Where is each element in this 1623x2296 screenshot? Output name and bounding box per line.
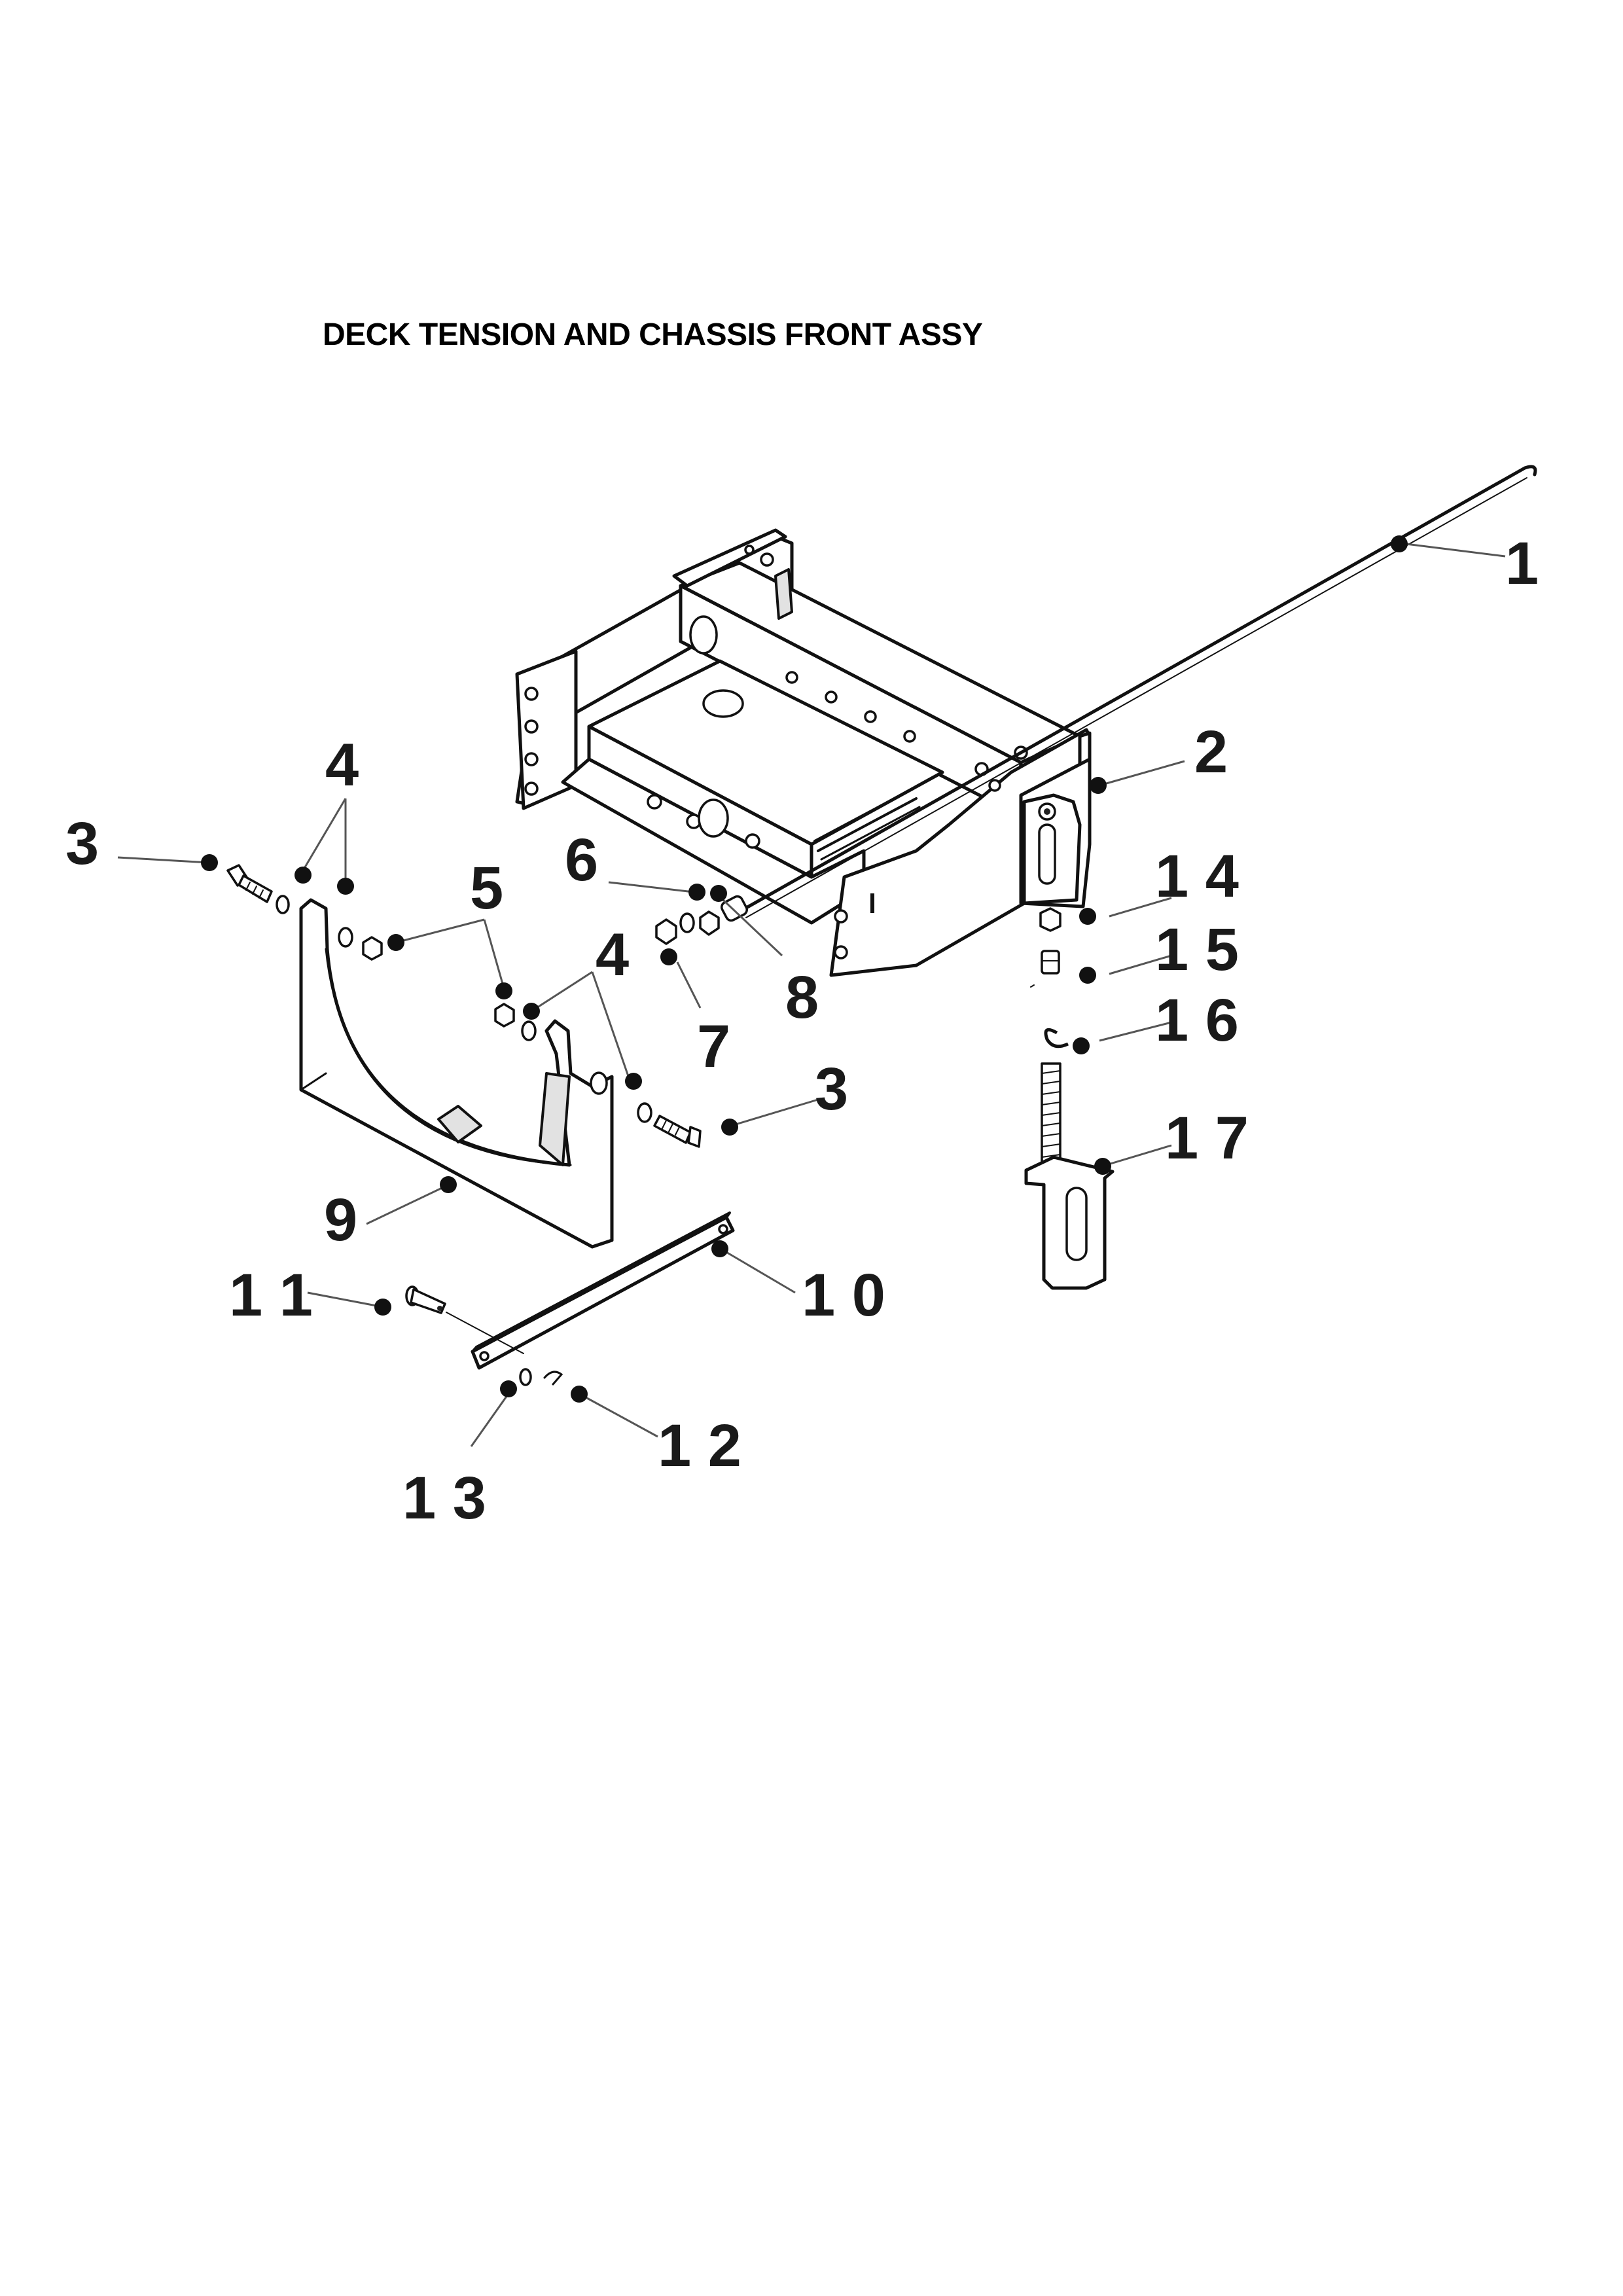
callout-1: 1 — [1505, 530, 1539, 597]
bolt-head-right — [687, 1126, 702, 1148]
callout-labels: 1 2 3 3 4 4 5 6 7 8 9 1 0 1 1 1 2 1 3 1 … — [65, 530, 1539, 1532]
callout-17: 1 7 — [1165, 1105, 1249, 1172]
washer-right-1 — [521, 1020, 537, 1041]
nut-right — [494, 1003, 515, 1028]
callout-8: 8 — [785, 964, 819, 1031]
callout-3-left: 3 — [65, 810, 99, 877]
nut-7 — [655, 918, 677, 945]
right-bolt-set — [494, 1003, 702, 1148]
washer-left-2 — [338, 927, 353, 948]
deck-hanger — [299, 898, 614, 1249]
deck-hanger-slot — [539, 1072, 571, 1166]
chassis-tension-spring — [813, 787, 921, 861]
left-bolt-set — [226, 864, 383, 961]
callout-4-left: 4 — [325, 732, 359, 798]
diagram-title: DECK TENSION AND CHASSIS FRONT ASSY — [323, 317, 983, 352]
callout-6: 6 — [565, 827, 598, 893]
rod-end-hardware — [655, 910, 720, 945]
link-bar — [471, 1211, 735, 1370]
callout-10: 1 0 — [802, 1262, 885, 1329]
callout-11: 1 1 — [229, 1262, 313, 1329]
callout-16: 1 6 — [1155, 987, 1239, 1054]
chassis-frame — [515, 528, 1092, 977]
height-adjust-stack — [1024, 907, 1115, 1290]
callout-7: 7 — [697, 1013, 730, 1080]
callout-3-right: 3 — [815, 1056, 848, 1122]
callout-dots — [201, 535, 1408, 1403]
leader-lines — [117, 542, 1506, 1447]
callout-15: 1 5 — [1155, 916, 1239, 983]
nut-8 — [699, 910, 720, 936]
nut-left — [362, 936, 383, 961]
e-clip-16 — [1044, 1028, 1069, 1049]
hair-clip-12 — [543, 1371, 563, 1386]
washer-13 — [519, 1368, 532, 1386]
callout-14: 1 4 — [1155, 843, 1239, 910]
washer-left-1 — [276, 895, 290, 914]
callout-13: 1 3 — [402, 1465, 486, 1532]
bolt-shank-right — [653, 1115, 692, 1144]
callout-9: 9 — [324, 1187, 357, 1253]
clevis-pin-shank — [410, 1288, 446, 1314]
callout-12: 1 2 — [658, 1412, 741, 1479]
washer-right-2 — [637, 1102, 652, 1123]
nut-14 — [1039, 907, 1061, 932]
threaded-adjuster-17 — [1024, 1062, 1115, 1290]
clevis-pin-hardware — [405, 1285, 563, 1386]
callout-5: 5 — [470, 855, 503, 922]
callout-2: 2 — [1194, 719, 1228, 785]
coupler-15 — [1041, 950, 1060, 975]
callout-4-right: 4 — [596, 922, 629, 988]
